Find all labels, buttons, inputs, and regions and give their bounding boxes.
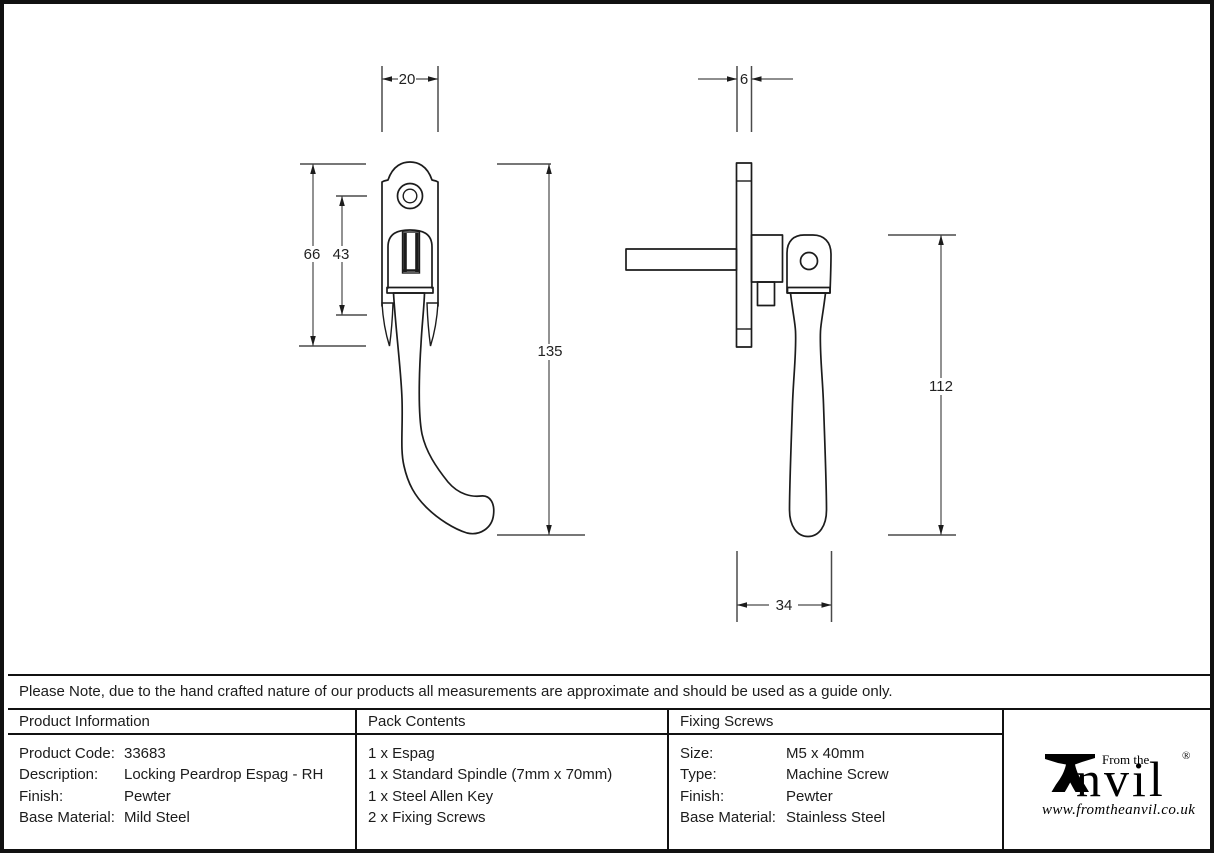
row-label: Finish: bbox=[680, 787, 725, 805]
dim-front-width: 20 bbox=[381, 66, 439, 132]
front-lock-body bbox=[387, 229, 433, 289]
dim-front-hole-to-base-label: 43 bbox=[333, 246, 350, 263]
row-value: 33683 bbox=[124, 745, 166, 762]
table-row: Size: M5 x 40mm bbox=[680, 743, 1002, 764]
side-knuckle bbox=[786, 234, 832, 294]
front-view-drawing bbox=[381, 161, 495, 535]
side-handle-outline bbox=[788, 292, 828, 538]
brand-name: nvil bbox=[1076, 751, 1166, 807]
dim-front-width-label: 20 bbox=[399, 71, 416, 88]
row-label: Base Material: bbox=[19, 808, 115, 826]
dim-side-handle-depth: 34 bbox=[736, 551, 833, 622]
row-value: Mild Steel bbox=[124, 808, 190, 826]
dim-front-backplate-height: 66 bbox=[299, 163, 366, 347]
dim-side-thickness-label: 6 bbox=[740, 71, 748, 88]
dim-front-hole-to-base: 43 bbox=[333, 195, 367, 316]
list-item: 2 x Fixing Screws bbox=[368, 808, 486, 826]
table-row: Base Material: Mild Steel bbox=[19, 807, 355, 828]
side-spindle bbox=[625, 248, 738, 271]
side-view-drawing bbox=[625, 162, 832, 538]
row-value: Stainless Steel bbox=[786, 808, 886, 826]
row-label: Finish: bbox=[19, 787, 64, 805]
product-info-header: Product Information bbox=[8, 710, 355, 735]
row-value: Pewter bbox=[124, 787, 171, 805]
row-label: Base Material: bbox=[680, 808, 776, 826]
side-locking-nib bbox=[756, 281, 776, 307]
technical-drawing: 20 66 43 135 bbox=[299, 66, 956, 622]
side-hub-block bbox=[750, 234, 784, 283]
product-info-column: Product Information Product Code: 33683 … bbox=[8, 710, 355, 849]
table-row: Product Code: 33683 bbox=[19, 743, 355, 764]
front-plate-left-leg bbox=[381, 302, 394, 347]
pack-contents-column: Pack Contents 1 x Espag 1 x Standard Spi… bbox=[355, 710, 667, 849]
row-value: Machine Screw bbox=[786, 766, 889, 784]
list-item: 1 x Steel Allen Key bbox=[368, 787, 494, 805]
front-key-slot bbox=[401, 231, 421, 274]
row-value: Locking Peardrop Espag - RH bbox=[124, 766, 324, 784]
dim-front-backplate-height-label: 66 bbox=[304, 246, 321, 263]
table-row: Type: Machine Screw bbox=[680, 764, 1002, 785]
front-handle-outline bbox=[392, 292, 495, 535]
row-label: Type: bbox=[680, 766, 717, 784]
row-label: Description: bbox=[19, 766, 99, 784]
row-label: Product Code: bbox=[19, 745, 115, 762]
list-item: 1 x Standard Spindle (7mm x 70mm) bbox=[368, 766, 613, 784]
side-backplate bbox=[735, 162, 753, 348]
dim-front-overall-height: 135 bbox=[497, 163, 585, 536]
dim-side-handle-depth-label: 34 bbox=[776, 597, 793, 614]
table-top-border bbox=[8, 708, 1210, 710]
table-row: Finish: Pewter bbox=[680, 786, 1002, 807]
front-screw-hole-outer bbox=[396, 182, 424, 210]
table-row: Base Material: Stainless Steel bbox=[680, 807, 1002, 828]
row-label: Size: bbox=[680, 745, 714, 762]
list-item: 1 x Espag bbox=[368, 745, 435, 762]
dim-side-thickness: 6 bbox=[698, 66, 793, 132]
front-backplate-outline bbox=[381, 161, 439, 307]
dim-front-overall-height-label: 135 bbox=[537, 343, 562, 360]
brand-tagline: From the bbox=[1102, 752, 1150, 767]
pack-contents-header: Pack Contents bbox=[357, 710, 667, 735]
fixing-screws-header: Fixing Screws bbox=[669, 710, 1002, 735]
dim-side-handle-drop: 112 bbox=[888, 234, 956, 536]
brand-logo-cell: From the nvil ® www.fromtheanvil.co.uk bbox=[1002, 710, 1210, 849]
fixing-screws-column: Fixing Screws Size: M5 x 40mm Type: Mach… bbox=[667, 710, 1002, 849]
front-screw-hole-inner bbox=[402, 188, 418, 204]
dim-side-handle-drop-label: 112 bbox=[929, 378, 953, 395]
registered-trademark: ® bbox=[1182, 750, 1191, 762]
row-value: M5 x 40mm bbox=[786, 745, 865, 762]
row-value: Pewter bbox=[786, 787, 833, 805]
table-row: Finish: Pewter bbox=[19, 786, 355, 807]
anvil-icon bbox=[1045, 754, 1095, 792]
side-pivot-hole bbox=[799, 251, 819, 271]
note-text: Please Note, due to the hand crafted nat… bbox=[19, 683, 893, 700]
brand-url: www.fromtheanvil.co.uk bbox=[1042, 802, 1196, 818]
table-row: Description: Locking Peardrop Espag - RH bbox=[19, 764, 355, 785]
note-row: Please Note, due to the hand crafted nat… bbox=[8, 674, 1210, 708]
front-plate-right-leg bbox=[426, 302, 439, 347]
